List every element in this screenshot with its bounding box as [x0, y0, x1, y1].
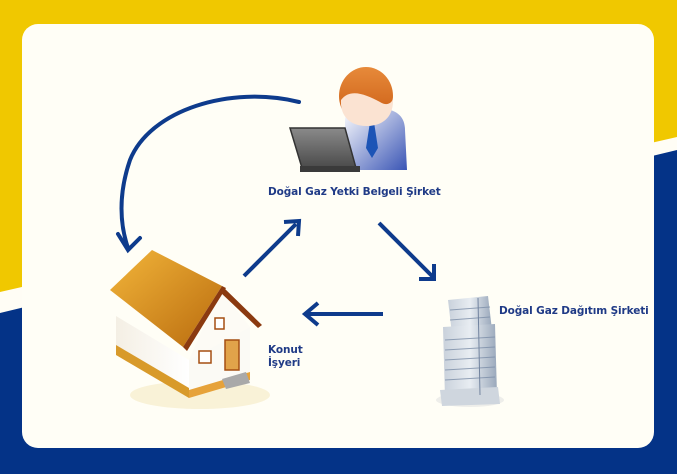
residence-label-line2: İşyeri	[268, 357, 301, 369]
diagram-card	[22, 24, 654, 448]
person-at-laptop-icon	[288, 67, 407, 172]
distribution-company-label: Doğal Gaz Dağıtım Şirketi	[499, 305, 649, 317]
arrow-certified-to-residence	[116, 94, 301, 254]
arrow-residence-to-certified	[242, 218, 302, 278]
arrow-distribution-to-residence	[301, 301, 383, 327]
certified-company-label: Doğal Gaz Yetki Belgeli Şirket	[268, 186, 441, 198]
arrow-certified-to-distribution	[377, 221, 436, 281]
residence-label-line1: Konut	[268, 344, 303, 356]
house-icon	[110, 250, 270, 409]
residence-label: Konut İşyeri	[268, 344, 303, 370]
office-building-icon	[436, 296, 504, 407]
